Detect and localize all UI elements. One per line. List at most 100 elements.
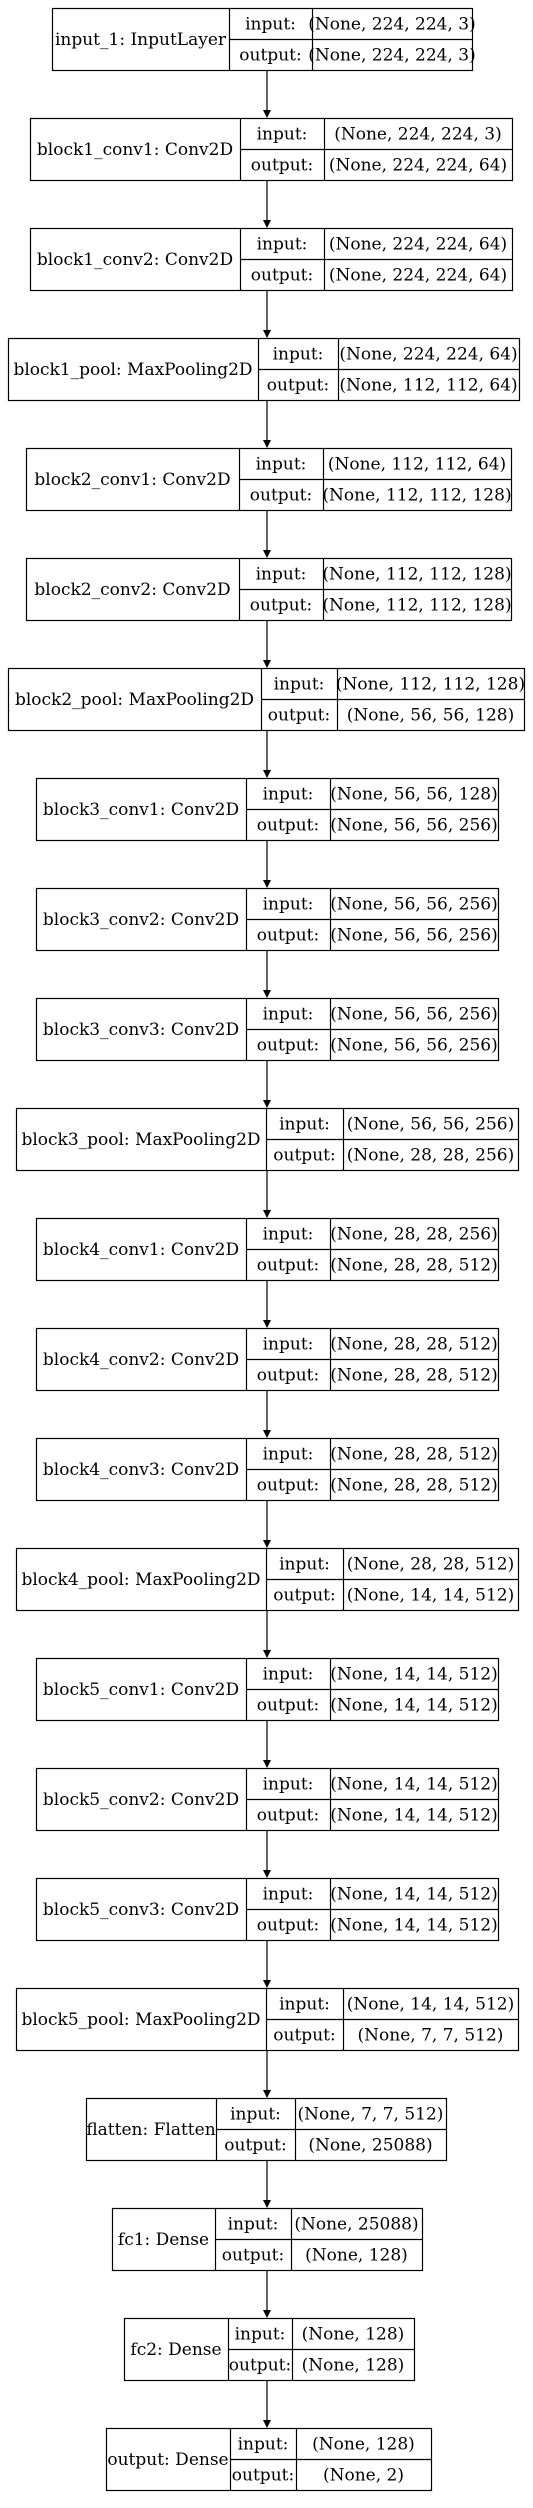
input-label: input: bbox=[228, 2215, 279, 2235]
input-label: input: bbox=[274, 675, 325, 695]
input-label: input: bbox=[263, 1885, 314, 1905]
output-label: output: bbox=[257, 1366, 319, 1386]
layer-name: block4_pool: MaxPooling2D bbox=[21, 1570, 260, 1590]
input-shape: (None, 128) bbox=[302, 2325, 405, 2345]
layer-name: block3_conv2: Conv2D bbox=[43, 910, 239, 930]
output-label: output: bbox=[257, 926, 319, 946]
layer-name: block2_pool: MaxPooling2D bbox=[15, 690, 254, 710]
input-shape: (None, 224, 224, 64) bbox=[329, 235, 507, 255]
layer-name: block1_conv1: Conv2D bbox=[37, 140, 233, 160]
output-shape: (None, 128) bbox=[305, 2246, 408, 2266]
input-label: input: bbox=[230, 2105, 281, 2125]
layer-name: input_1: InputLayer bbox=[55, 30, 227, 50]
input-shape: (None, 28, 28, 512) bbox=[347, 1555, 515, 1575]
layer-name: block3_conv3: Conv2D bbox=[43, 1020, 239, 1040]
output-shape: (None, 14, 14, 512) bbox=[330, 1696, 498, 1716]
layer-node: block5_conv1: Conv2D input: output: (None, … bbox=[35, 1657, 500, 1722]
output-shape: (None, 224, 224, 3) bbox=[308, 46, 476, 66]
input-label: input: bbox=[245, 15, 296, 35]
input-label: input: bbox=[263, 1665, 314, 1685]
input-shape: (None, 224, 224, 3) bbox=[308, 15, 476, 35]
output-shape: (None, 224, 224, 64) bbox=[329, 156, 507, 176]
output-label: output: bbox=[257, 1036, 319, 1056]
input-shape: (None, 112, 112, 128) bbox=[322, 565, 511, 585]
input-shape: (None, 25088) bbox=[294, 2215, 418, 2235]
input-shape: (None, 14, 14, 512) bbox=[330, 1775, 498, 1795]
input-label: input: bbox=[279, 1555, 330, 1575]
output-label: output: bbox=[273, 2026, 335, 2046]
input-label: input: bbox=[235, 2325, 286, 2345]
layer-name: block5_conv2: Conv2D bbox=[43, 1790, 239, 1810]
layer-node: block3_conv1: Conv2Dinput:output:(None, … bbox=[35, 777, 500, 842]
layer-node: block5_pool: MaxPooling2Dinput:output:(N… bbox=[15, 1987, 520, 2052]
layer-name: fc1: Dense bbox=[118, 2230, 209, 2250]
layer-node: block4_conv2: Conv2Dinput:output:(None, … bbox=[35, 1327, 500, 1392]
layer-name: output: Dense bbox=[107, 2450, 228, 2470]
layer-node: block1_conv1: Conv2D input: output: (None, … bbox=[29, 117, 514, 182]
layer-name: block3_pool: MaxPooling2D bbox=[21, 1130, 260, 1150]
output-label: output: bbox=[224, 2136, 286, 2156]
output-shape: (None, 112, 112, 128) bbox=[322, 596, 511, 616]
output-shape: (None, 14, 14, 512) bbox=[330, 1916, 498, 1936]
layer-name: block1_pool: MaxPooling2D bbox=[13, 360, 252, 380]
input-label: input: bbox=[238, 2435, 289, 2455]
input-shape: (None, 7, 7, 512) bbox=[298, 2105, 444, 2125]
input-shape: (None, 112, 112, 128) bbox=[336, 675, 525, 695]
layer-name: block5_conv1: Conv2D bbox=[43, 1680, 239, 1700]
output-shape: (None, 56, 56, 256) bbox=[330, 926, 498, 946]
output-label: output: bbox=[222, 2246, 284, 2266]
layer-node: fc1: Dense input: output: (None, 25088) (Non… bbox=[111, 2207, 424, 2272]
output-shape: (None, 25088) bbox=[308, 2136, 432, 2156]
layer-node: block3_conv3: Conv2Dinput:output:(None, … bbox=[35, 997, 500, 1062]
output-shape: (None, 28, 28, 256) bbox=[347, 1146, 515, 1166]
output-shape: (None, 56, 56, 128) bbox=[347, 706, 515, 726]
output-shape: (None, 112, 112, 64) bbox=[339, 376, 517, 396]
input-shape: (None, 224, 224, 64) bbox=[339, 345, 517, 365]
output-shape: (None, 56, 56, 256) bbox=[330, 1036, 498, 1056]
output-label: output: bbox=[257, 1476, 319, 1496]
input-label: input: bbox=[257, 125, 308, 145]
input-label: input: bbox=[279, 1995, 330, 2015]
output-shape: (None, 56, 56, 256) bbox=[330, 816, 498, 836]
layer-name: block2_conv1: Conv2D bbox=[34, 470, 230, 490]
output-shape: (None, 224, 224, 64) bbox=[329, 266, 507, 286]
layer-name: block4_conv2: Conv2D bbox=[43, 1350, 239, 1370]
layer-node: block5_conv3: Conv2Dinput:output:(None, … bbox=[35, 1877, 500, 1942]
input-label: input: bbox=[263, 1775, 314, 1795]
layer-node: block5_conv2: Conv2D input: output: (None, … bbox=[35, 1767, 500, 1832]
output-label: output: bbox=[257, 1696, 319, 1716]
input-label: input: bbox=[263, 785, 314, 805]
layer-node: block1_conv2: Conv2Dinput:output:(None, … bbox=[29, 227, 514, 292]
output-label: output: bbox=[257, 1806, 319, 1826]
output-shape: (None, 14, 14, 512) bbox=[347, 1586, 515, 1606]
input-label: input: bbox=[257, 235, 308, 255]
output-label: output: bbox=[257, 1256, 319, 1276]
layer-name: block4_conv1: Conv2D bbox=[43, 1240, 239, 1260]
output-shape: (None, 7, 7, 512) bbox=[358, 2026, 504, 2046]
output-label: output: bbox=[273, 1586, 335, 1606]
output-label: output: bbox=[257, 1916, 319, 1936]
layer-node: block3_conv2: Conv2Dinput:output:(None, … bbox=[35, 887, 500, 952]
input-label: input: bbox=[256, 565, 307, 585]
output-shape: (None, 28, 28, 512) bbox=[330, 1366, 498, 1386]
layer-node: block3_pool: MaxPooling2Dinput:output:(N… bbox=[15, 1107, 520, 1172]
output-label: output: bbox=[229, 2356, 291, 2376]
input-shape: (None, 224, 224, 3) bbox=[334, 125, 502, 145]
input-label: input: bbox=[263, 1225, 314, 1245]
input-label: input: bbox=[263, 1445, 314, 1465]
layer-name: block3_conv1: Conv2D bbox=[43, 800, 239, 820]
input-shape: (None, 56, 56, 256) bbox=[347, 1115, 515, 1135]
input-shape: (None, 28, 28, 512) bbox=[330, 1335, 498, 1355]
output-label: output: bbox=[267, 376, 329, 396]
output-label: output: bbox=[251, 156, 313, 176]
layer-node: block4_pool: MaxPooling2D input: output: (N… bbox=[15, 1547, 520, 1612]
input-label: input: bbox=[256, 455, 307, 475]
layer-name: fc2: Dense bbox=[130, 2340, 221, 2360]
layer-node: block4_conv1: Conv2Dinput:output:(None, … bbox=[35, 1217, 500, 1282]
layer-name: block4_conv3: Conv2D bbox=[43, 1460, 239, 1480]
output-shape: (None, 14, 14, 512) bbox=[330, 1806, 498, 1826]
